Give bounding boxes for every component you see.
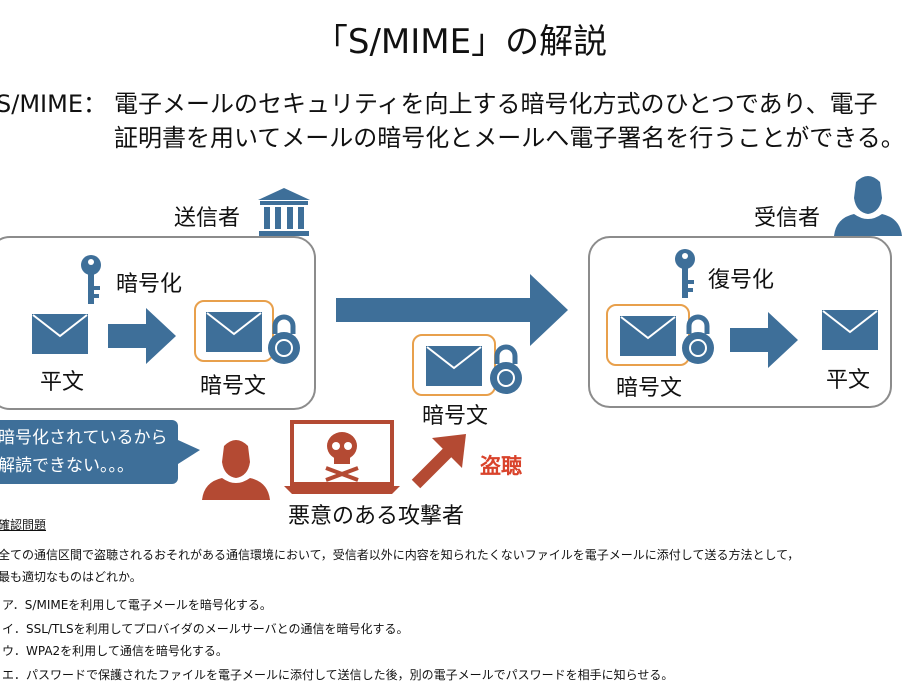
bubble-line-2: 解読できない。。。	[0, 456, 134, 476]
eavesdrop-label: 盗聴	[480, 454, 522, 478]
arrow-right-icon-decrypt	[730, 312, 798, 368]
key-icon-receiver	[675, 249, 695, 298]
quiz-option-a: ア．S/MIMEを利用して電子メールを暗号化する。	[2, 598, 272, 612]
definition-line-2: 証明書を用いてメールの暗号化とメールへ電子署名を行うことができる。	[114, 124, 905, 152]
lock-icon-left	[268, 314, 300, 364]
lock-icon-right	[682, 314, 714, 364]
bubble-line-1: 暗号化されているから	[0, 428, 168, 448]
quiz-heading: 確認問題	[0, 518, 47, 532]
key-icon-sender	[81, 255, 101, 304]
receiver-label: 受信者	[754, 206, 821, 231]
quiz-option-u: ウ．WPA2を利用して通信を暗号化する。	[2, 644, 228, 658]
lock-icon-middle	[490, 344, 522, 394]
ciphertext-label-left: 暗号文	[200, 374, 267, 399]
arrow-right-icon-encrypt	[108, 308, 176, 364]
encrypt-label: 暗号化	[116, 272, 183, 297]
quiz-option-e: エ．パスワードで保護されたファイルを電子メールに添付して送信した後，別の電子メー…	[2, 668, 674, 682]
sender-box	[0, 236, 316, 410]
plaintext-label-right: 平文	[826, 368, 871, 393]
laptop-skull-icon	[284, 420, 400, 494]
definition-term: S/MIME：	[0, 90, 107, 118]
cipher-highlight-middle	[412, 334, 496, 396]
quiz-question-line-2: 最も適切なものはどれか。	[0, 570, 142, 584]
receiver-box	[588, 236, 892, 408]
envelope-icon-cipher-left	[206, 312, 262, 352]
decrypt-label: 復号化	[708, 268, 775, 293]
bubble-tail	[178, 440, 200, 464]
sender-label: 送信者	[174, 206, 241, 231]
ciphertext-label-middle: 暗号文	[422, 404, 489, 429]
envelope-icon-plain-left	[32, 314, 88, 354]
speech-bubble: 暗号化されているから 解読できない。。。	[0, 420, 178, 484]
envelope-icon-plain-right	[822, 310, 878, 350]
person-icon-attacker	[202, 440, 270, 500]
quiz-question-line-1: 全ての通信区間で盗聴されるおそれがある通信環境において，受信者以外に内容を知られ…	[0, 548, 800, 562]
attacker-label: 悪意のある攻撃者	[288, 504, 465, 529]
person-icon-receiver	[834, 176, 902, 236]
quiz-option-i: イ．SSL/TLSを利用してプロバイダのメールサーバとの通信を暗号化する。	[2, 622, 409, 636]
plaintext-label-left: 平文	[40, 370, 85, 395]
definition-line-1: 電子メールのセキュリティを向上する暗号化方式のひとつであり、電子	[114, 90, 878, 118]
envelope-icon-cipher-right	[620, 316, 676, 356]
bank-icon	[258, 188, 310, 236]
eavesdrop-arrow-icon	[411, 434, 466, 489]
transmission-arrow-icon	[336, 274, 568, 346]
ciphertext-label-right: 暗号文	[616, 376, 683, 401]
page-title: 「S/MIME」の解説	[313, 22, 608, 62]
envelope-icon-cipher-middle	[426, 346, 482, 386]
